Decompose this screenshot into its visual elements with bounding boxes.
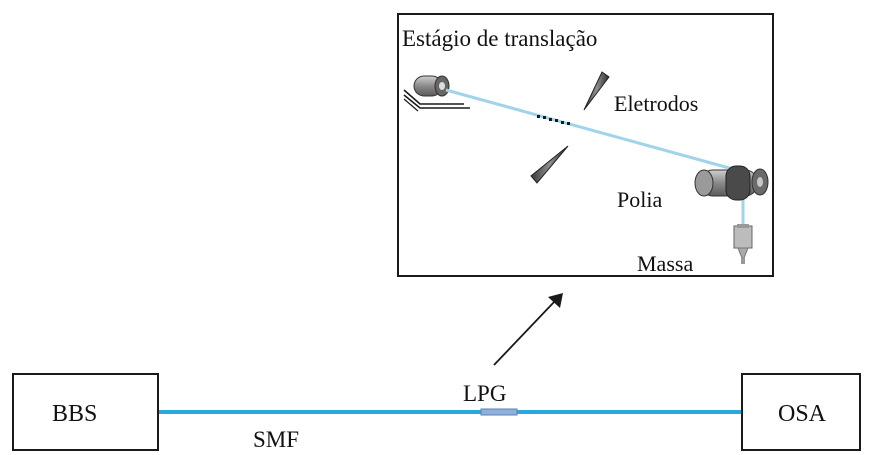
fiber-clamp (403, 75, 470, 112)
label-mass: Massa (637, 251, 693, 276)
fiber-setup: LPG SMF BBS OSA (12, 373, 861, 452)
label-osa: OSA (778, 401, 827, 427)
translation-stage-inset: Estágio de translação El (397, 13, 774, 277)
inset-title: Estágio de translação (402, 26, 597, 51)
electrode-upper (583, 71, 610, 111)
zoom-arrow (493, 293, 563, 366)
mass-weight (733, 224, 753, 264)
label-bbs: BBS (52, 401, 97, 427)
inset-fiber (445, 88, 741, 173)
label-lpg: LPG (463, 381, 506, 406)
pulley (694, 165, 769, 201)
bbs-box: BBS (12, 373, 159, 451)
label-electrodes: Eletrodos (614, 91, 698, 116)
inset-frame (397, 13, 774, 277)
lpg-marker (480, 408, 518, 416)
osa-box: OSA (741, 373, 861, 451)
label-smf: SMF (253, 427, 299, 452)
grating-dots (537, 115, 570, 125)
label-pulley: Polia (617, 187, 662, 212)
electrode-lower (530, 145, 569, 184)
